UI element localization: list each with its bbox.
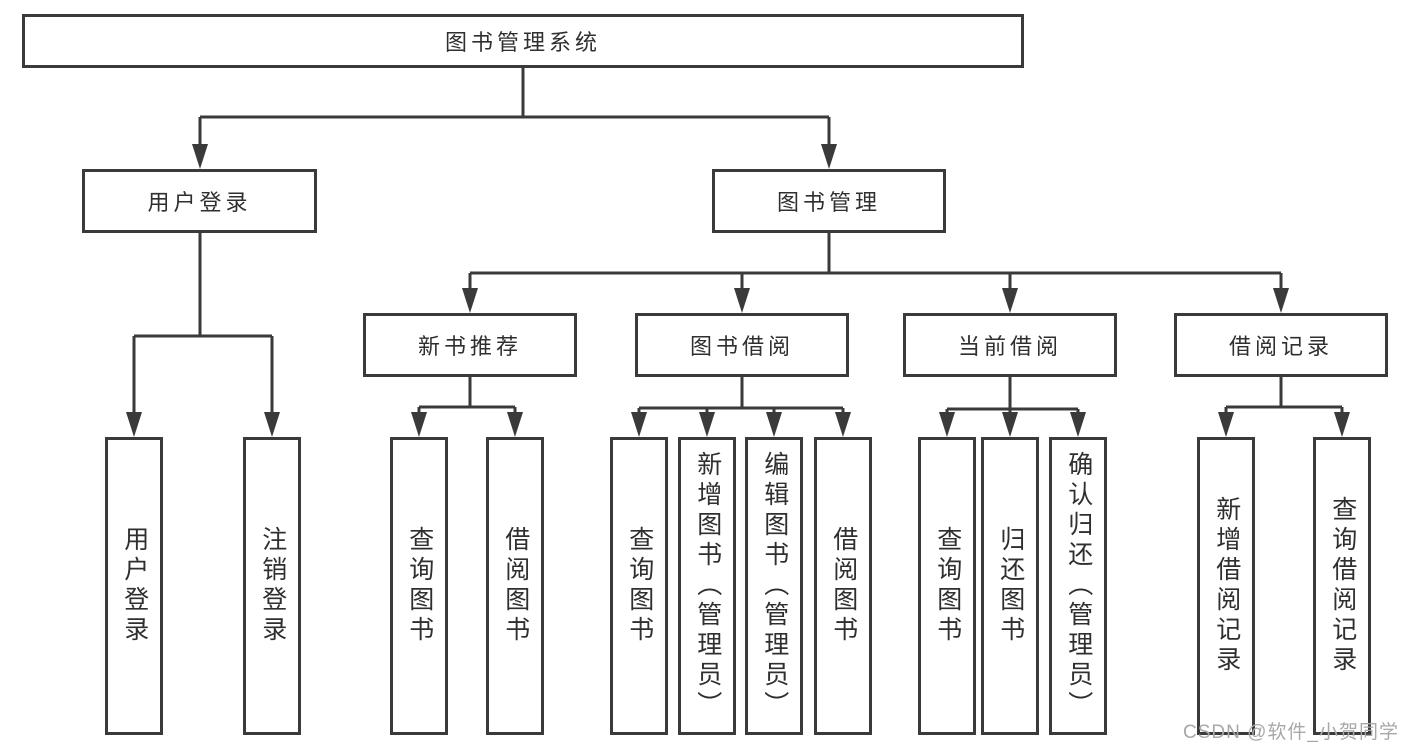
csdn-watermark: CSDN @软件_小贺同学: [1183, 722, 1399, 743]
node-label: 图书管理: [776, 190, 881, 215]
node-user-login-action: 用户登录: [105, 437, 163, 735]
node-book-borrowing: 图书借阅: [635, 313, 849, 377]
connector-current-borrow-children: [945, 377, 1080, 428]
arrowhead: [126, 412, 142, 437]
node-label: 借阅图书: [829, 526, 858, 646]
node-current-return-books: 归还图书: [981, 437, 1039, 735]
arrowhead: [507, 412, 523, 437]
node-label: 编辑图书（管理员）: [760, 451, 789, 721]
arrowhead: [1070, 412, 1086, 437]
node-new-book-recommendation: 新书推荐: [363, 313, 577, 377]
connector-root-to-level2: [198, 68, 831, 158]
node-borrowing-records: 借阅记录: [1174, 313, 1388, 377]
node-records-add-record: 新增借阅记录: [1197, 437, 1255, 735]
node-label: 注销登录: [258, 526, 287, 646]
arrowhead: [264, 412, 280, 437]
connector-user-login-children: [132, 233, 274, 428]
arrowhead: [766, 412, 782, 437]
node-logout: 注销登录: [243, 437, 301, 735]
arrowhead: [821, 144, 837, 169]
node-label: 查询图书: [933, 526, 962, 646]
node-current-confirm-return-admin: 确认归还（管理员）: [1049, 437, 1107, 735]
node-label: 借阅图书: [501, 526, 530, 646]
connector-new-book-children: [417, 377, 517, 428]
node-current-query-books: 查询图书: [918, 437, 976, 735]
node-book-management: 图书管理: [712, 169, 946, 233]
node-label: 查询图书: [625, 526, 654, 646]
arrowhead: [1334, 412, 1350, 437]
node-label: 借阅记录: [1228, 334, 1333, 359]
connector-book-management-children: [468, 233, 1283, 304]
arrowhead: [192, 144, 208, 169]
connector-book-borrow-children: [637, 377, 845, 428]
node-label: 归还图书: [996, 526, 1025, 646]
arrowhead: [734, 288, 750, 313]
node-label: 用户登录: [120, 526, 149, 646]
node-current-borrowing: 当前借阅: [903, 313, 1117, 377]
node-records-query-record: 查询借阅记录: [1313, 437, 1371, 735]
node-user-login: 用户登录: [82, 169, 317, 233]
node-label: 查询图书: [405, 526, 434, 646]
node-borrow-add-books-admin: 新增图书（管理员）: [678, 437, 736, 735]
node-label: 确认归还（管理员）: [1064, 451, 1093, 721]
arrowhead: [1273, 288, 1289, 313]
node-label: 查询借阅记录: [1328, 496, 1357, 676]
node-label: 图书管理系统: [444, 30, 601, 55]
arrowhead: [1002, 288, 1018, 313]
arrowhead: [939, 412, 955, 437]
node-label: 用户登录: [147, 190, 252, 215]
node-borrow-query-books: 查询图书: [610, 437, 668, 735]
arrowhead: [1002, 412, 1018, 437]
arrowhead: [699, 412, 715, 437]
node-recommend-borrow-books: 借阅图书: [486, 437, 544, 735]
node-label: 当前借阅: [957, 334, 1062, 359]
connector-records-children: [1224, 377, 1344, 428]
node-borrow-edit-books-admin: 编辑图书（管理员）: [745, 437, 803, 735]
node-label: 新增图书（管理员）: [693, 451, 722, 721]
node-label: 新增借阅记录: [1212, 496, 1241, 676]
node-recommend-query-books: 查询图书: [390, 437, 448, 735]
arrowhead: [411, 412, 427, 437]
arrowhead: [462, 288, 478, 313]
node-label: 新书推荐: [417, 334, 522, 359]
arrowhead: [1218, 412, 1234, 437]
node-borrow-borrow-books: 借阅图书: [814, 437, 872, 735]
arrowhead: [631, 412, 647, 437]
arrowhead: [835, 412, 851, 437]
node-root: 图书管理系统: [22, 14, 1024, 68]
node-label: 图书借阅: [689, 334, 794, 359]
